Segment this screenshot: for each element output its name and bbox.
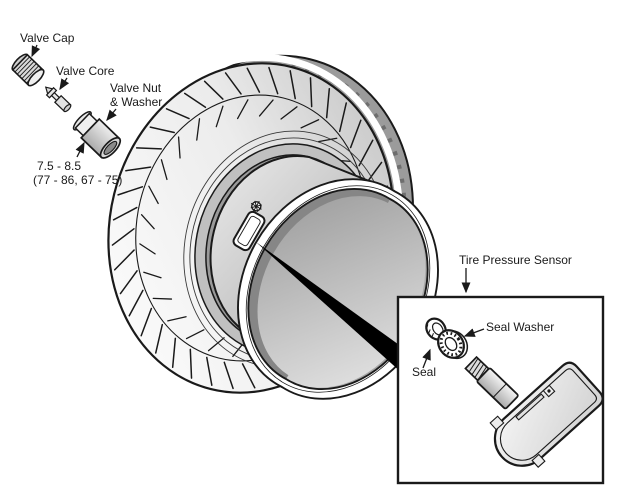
valve-cap-drawing (11, 53, 45, 87)
tread-tick (207, 337, 225, 352)
tread-tick (280, 106, 298, 120)
valve-nut-label-line2: & Washer (110, 95, 162, 109)
valve-cap-label: Valve Cap (20, 31, 75, 45)
sensor-clip-detail (542, 384, 556, 398)
tread-tick (300, 119, 320, 129)
tread-tick (139, 243, 156, 255)
valve-stem-drawing (464, 355, 519, 410)
seal-washer-arrow (463, 328, 485, 337)
valve-nut-washer-drawing (72, 110, 122, 159)
seal-label: Seal (412, 365, 436, 379)
rim-interior-shadow (248, 187, 393, 383)
tread-tick (125, 166, 152, 172)
tread-tick (183, 92, 207, 109)
tread-tick (349, 119, 362, 149)
sensor-pin-detail (515, 393, 545, 421)
tread-tick (258, 99, 274, 117)
tread-tick (117, 186, 144, 196)
tire-pressure-sensor-label: Tire Pressure Sensor (459, 253, 572, 267)
sensor-mount-tab-top (489, 415, 505, 431)
tread-tick (215, 105, 224, 128)
tread-tick (189, 348, 193, 379)
valve-core-arrow (59, 77, 70, 91)
tread-tick (236, 99, 249, 120)
tread-tick (111, 228, 135, 246)
valve-cap-arrow (31, 44, 41, 58)
tread-tick (140, 307, 153, 337)
tread-tick (119, 270, 138, 295)
torque-spec-line2: (77 - 86, 67 - 75) (33, 173, 122, 187)
sensor-mount-tab-bottom (531, 453, 546, 468)
tread-tick (154, 323, 164, 354)
seal-washer-label: Seal Washer (486, 320, 554, 334)
tread-tick (171, 337, 177, 369)
tread-tick (165, 108, 190, 120)
valve-nut-label-line1: Valve Nut (110, 81, 162, 95)
tread-tick (241, 363, 256, 389)
valve-core-drawing (44, 86, 72, 113)
tread-tick (148, 185, 159, 205)
tread-tick (167, 316, 187, 322)
tread-tick (358, 139, 374, 167)
sensor-valve-stem-end (250, 200, 262, 212)
tread-tick (143, 271, 162, 279)
tread-tick (317, 137, 338, 143)
torque-spec-leader (75, 141, 85, 158)
tread-tick (325, 87, 331, 119)
tread-tick (152, 297, 173, 300)
tread-tick (140, 214, 155, 230)
tread-tick (185, 329, 205, 340)
rim-flange-ring (237, 178, 439, 400)
valve-nut-arrow (106, 108, 117, 122)
pointer-wedge (256, 242, 402, 373)
torque-spec-line1: 7.5 - 8.5 (37, 159, 81, 173)
seal-arrow (422, 348, 431, 369)
tread-tick (223, 361, 234, 390)
seal-washer-drawing (437, 329, 469, 360)
tread-tick (268, 66, 279, 95)
tread-tick (309, 77, 313, 108)
tread-tick (246, 67, 261, 93)
tread-tick (206, 356, 213, 386)
valve-core-label: Valve Core (56, 64, 115, 78)
tread-tick (113, 249, 135, 271)
sensor-body-drawing (489, 361, 604, 468)
tread-tick (177, 136, 181, 159)
tread-tick (203, 80, 224, 100)
tread-tick (128, 289, 144, 317)
tread-tick (112, 206, 138, 221)
tread-tick (196, 118, 201, 141)
tread-tick (289, 70, 296, 100)
tread-tick (224, 72, 242, 95)
tread-tick (160, 159, 168, 181)
tread-tick (135, 147, 163, 150)
tread-tick (338, 102, 348, 133)
tpms-sensor-on-rim (232, 200, 266, 252)
tread-tick (149, 126, 175, 134)
